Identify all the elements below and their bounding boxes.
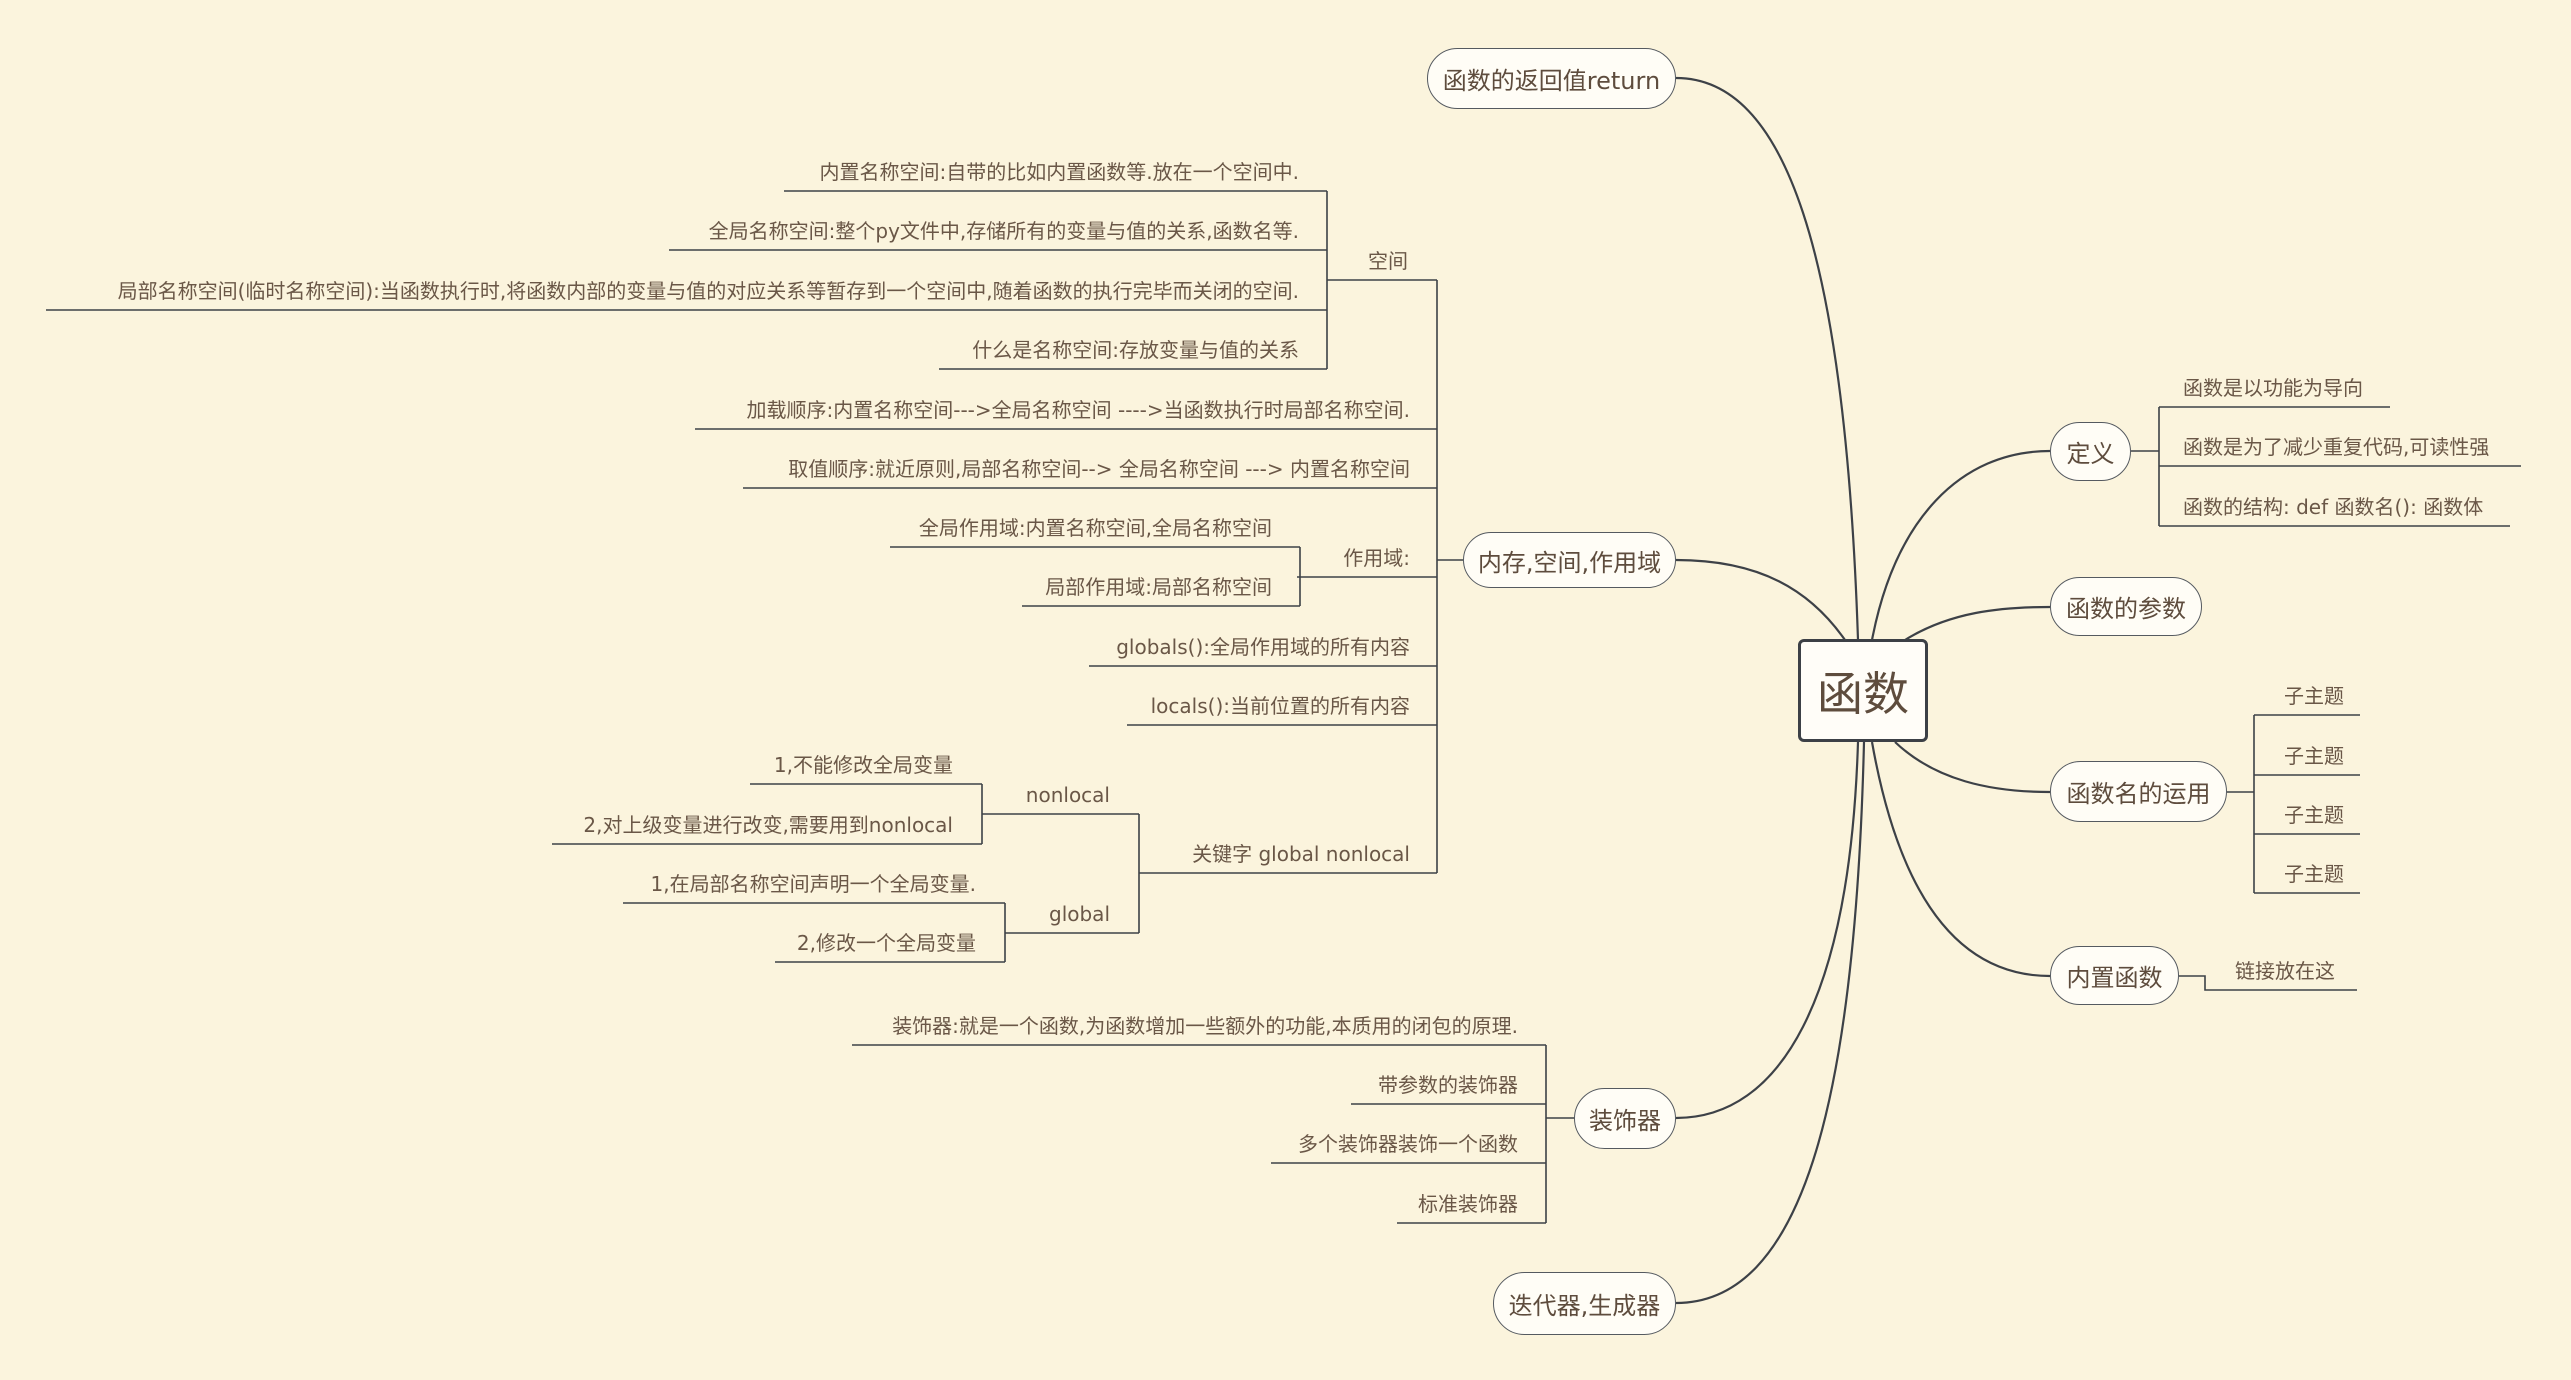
subtopic[interactable]: 子主题	[2284, 803, 2344, 827]
definition-item[interactable]: 函数是为了减少重复代码,可读性强	[2183, 435, 2490, 459]
decorator-item[interactable]: 带参数的装饰器	[1378, 1073, 1518, 1097]
nonlocal-item[interactable]: 2,对上级变量进行改变,需要用到nonlocal	[583, 813, 953, 837]
branch-definition[interactable]: 定义	[2050, 422, 2131, 481]
space-item[interactable]: 内置名称空间:自带的比如内置函数等.放在一个空间中.	[819, 160, 1299, 184]
nonlocal-item[interactable]: 1,不能修改全局变量	[773, 753, 953, 777]
global-topic[interactable]: global	[1049, 902, 1110, 926]
space-topic[interactable]: 空间	[1368, 249, 1408, 273]
subtopic[interactable]: 子主题	[2284, 744, 2344, 768]
definition-item[interactable]: 函数是以功能为导向	[2183, 376, 2363, 400]
branch-iterator[interactable]: 迭代器,生成器	[1493, 1272, 1676, 1335]
keywords-topic[interactable]: 关键字 global nonlocal	[1192, 842, 1410, 866]
global-item[interactable]: 2,修改一个全局变量	[796, 931, 976, 955]
globals-item[interactable]: globals():全局作用域的所有内容	[1116, 635, 1410, 659]
branch-memory[interactable]: 内存,空间,作用域	[1463, 532, 1676, 588]
branch-return[interactable]: 函数的返回值return	[1427, 48, 1676, 109]
nonlocal-topic[interactable]: nonlocal	[1025, 783, 1110, 807]
scope-topic[interactable]: 作用域:	[1343, 546, 1410, 570]
subtopic[interactable]: 子主题	[2284, 684, 2344, 708]
branch-decorator[interactable]: 装饰器	[1574, 1088, 1676, 1149]
load-order-item[interactable]: 加载顺序:内置名称空间--->全局名称空间 ---->当函数执行时局部名称空间.	[746, 398, 1411, 422]
branch-name-usage[interactable]: 函数名的运用	[2050, 761, 2227, 822]
global-item[interactable]: 1,在局部名称空间声明一个全局变量.	[650, 872, 976, 896]
space-item[interactable]: 全局名称空间:整个py文件中,存储所有的变量与值的关系,函数名等.	[708, 219, 1299, 243]
branch-builtin[interactable]: 内置函数	[2050, 946, 2179, 1005]
definition-item[interactable]: 函数的结构: def 函数名(): 函数体	[2183, 495, 2484, 519]
lookup-order-item[interactable]: 取值顺序:就近原则,局部名称空间--> 全局名称空间 ---> 内置名称空间	[788, 457, 1410, 481]
locals-item[interactable]: locals():当前位置的所有内容	[1150, 694, 1410, 718]
subtopic[interactable]: 子主题	[2284, 862, 2344, 886]
decorator-item[interactable]: 装饰器:就是一个函数,为函数增加一些额外的功能,本质用的闭包的原理.	[892, 1014, 1518, 1038]
space-item[interactable]: 什么是名称空间:存放变量与值的关系	[972, 338, 1299, 362]
central-topic[interactable]: 函数	[1798, 639, 1928, 742]
builtin-link-item[interactable]: 链接放在这	[2235, 959, 2335, 983]
decorator-item[interactable]: 标准装饰器	[1418, 1192, 1518, 1216]
scope-item[interactable]: 局部作用域:局部名称空间	[1045, 575, 1272, 599]
decorator-item[interactable]: 多个装饰器装饰一个函数	[1298, 1132, 1518, 1156]
branch-params[interactable]: 函数的参数	[2050, 577, 2202, 636]
scope-item[interactable]: 全局作用域:内置名称空间,全局名称空间	[918, 516, 1272, 540]
space-item[interactable]: 局部名称空间(临时名称空间):当函数执行时,将函数内部的变量与值的对应关系等暂存…	[117, 279, 1299, 303]
